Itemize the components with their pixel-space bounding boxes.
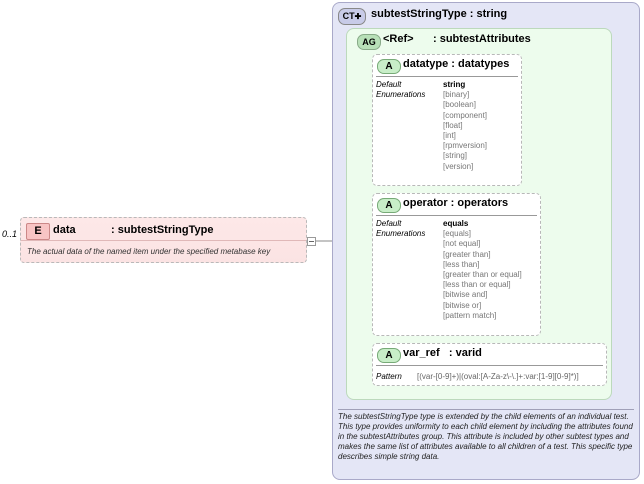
enumerations-label: Enumerations <box>376 90 426 99</box>
attribute-divider <box>376 365 603 366</box>
element-type: : subtestStringType <box>111 224 214 236</box>
enum-value: [equals] <box>443 229 472 239</box>
enum-value: [boolean] <box>443 100 476 110</box>
enum-value: [int] <box>443 131 456 141</box>
default-label: Default <box>376 80 402 89</box>
collapse-toggle-icon[interactable] <box>307 237 316 246</box>
enum-value: [not equal] <box>443 239 481 249</box>
attribute-icon: A <box>377 59 401 74</box>
default-value: string <box>443 80 466 89</box>
enum-value: [bitwise and] <box>443 290 488 300</box>
enum-value: [pattern match] <box>443 310 497 320</box>
attribute-group-name: : subtestAttributes <box>433 33 531 45</box>
enum-value: [greater than] <box>443 249 491 259</box>
attribute-datatype[interactable]: A datatype : datatypes Default Enumerati… <box>372 54 522 186</box>
default-label: Default <box>376 219 402 228</box>
enum-value: [binary] <box>443 90 470 100</box>
attribute-name: datatype : datatypes <box>403 58 510 70</box>
attribute-divider <box>376 215 537 216</box>
pattern-label: Pattern <box>376 372 402 381</box>
element-name: data <box>53 224 76 236</box>
enum-value: [version] <box>443 161 474 171</box>
element-box-data[interactable]: E data : subtestStringType The actual da… <box>20 217 307 263</box>
attribute-operator[interactable]: A operator : operators Default Enumerati… <box>372 193 541 336</box>
attribute-var-ref[interactable]: A var_ref : varid Pattern [(var-[0-9]+)|… <box>372 343 607 386</box>
element-divider <box>21 240 306 241</box>
enum-value: [bitwise or] <box>443 300 482 310</box>
enum-value: [greater than or equal] <box>443 270 522 280</box>
attribute-name: var_ref : varid <box>403 347 482 359</box>
complex-type-icon: CT✚ <box>338 8 366 25</box>
enum-value: [less than] <box>443 259 480 269</box>
element-documentation: The actual data of the named item under … <box>27 247 271 256</box>
enumerations-label: Enumerations <box>376 229 426 238</box>
attribute-icon: A <box>377 348 401 363</box>
enum-value: [component] <box>443 110 488 120</box>
enum-value: [float] <box>443 120 463 130</box>
attribute-icon: A <box>377 198 401 213</box>
attribute-group-ref: <Ref> <box>383 33 414 45</box>
enumeration-list: equals [equals] [not equal] [greater tha… <box>443 219 522 321</box>
enum-value: [rpmversion] <box>443 141 488 151</box>
complex-type-documentation: The subtestStringType type is extended b… <box>338 412 633 461</box>
attribute-name: operator : operators <box>403 197 509 209</box>
enumeration-list: string [binary] [boolean] [component] [f… <box>443 80 487 172</box>
element-icon: E <box>26 223 50 240</box>
attribute-group-icon: AG <box>357 34 381 50</box>
element-cardinality: 0..1 <box>2 229 18 239</box>
enum-value: [string] <box>443 151 468 161</box>
default-value: equals <box>443 219 469 228</box>
attribute-divider <box>376 76 518 77</box>
enum-value: [less than or equal] <box>443 280 511 290</box>
complex-type-divider <box>338 409 634 410</box>
pattern-value: [(var-[0-9]+)|(oval:[A-Za-z\-\.]+:var:[1… <box>417 372 579 381</box>
complex-type-title: subtestStringType : string <box>371 8 508 20</box>
